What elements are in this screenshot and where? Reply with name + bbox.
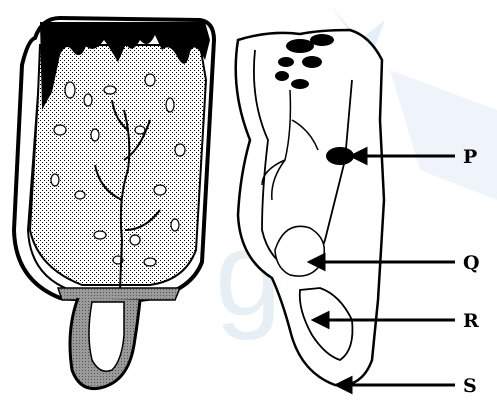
base-layer [58,288,180,300]
label-s: S [463,375,477,397]
label-q: Q [463,252,480,274]
seed-section-left [14,18,214,389]
endosperm [30,45,206,285]
label-r: R [463,310,479,332]
label-p: P [463,146,477,168]
